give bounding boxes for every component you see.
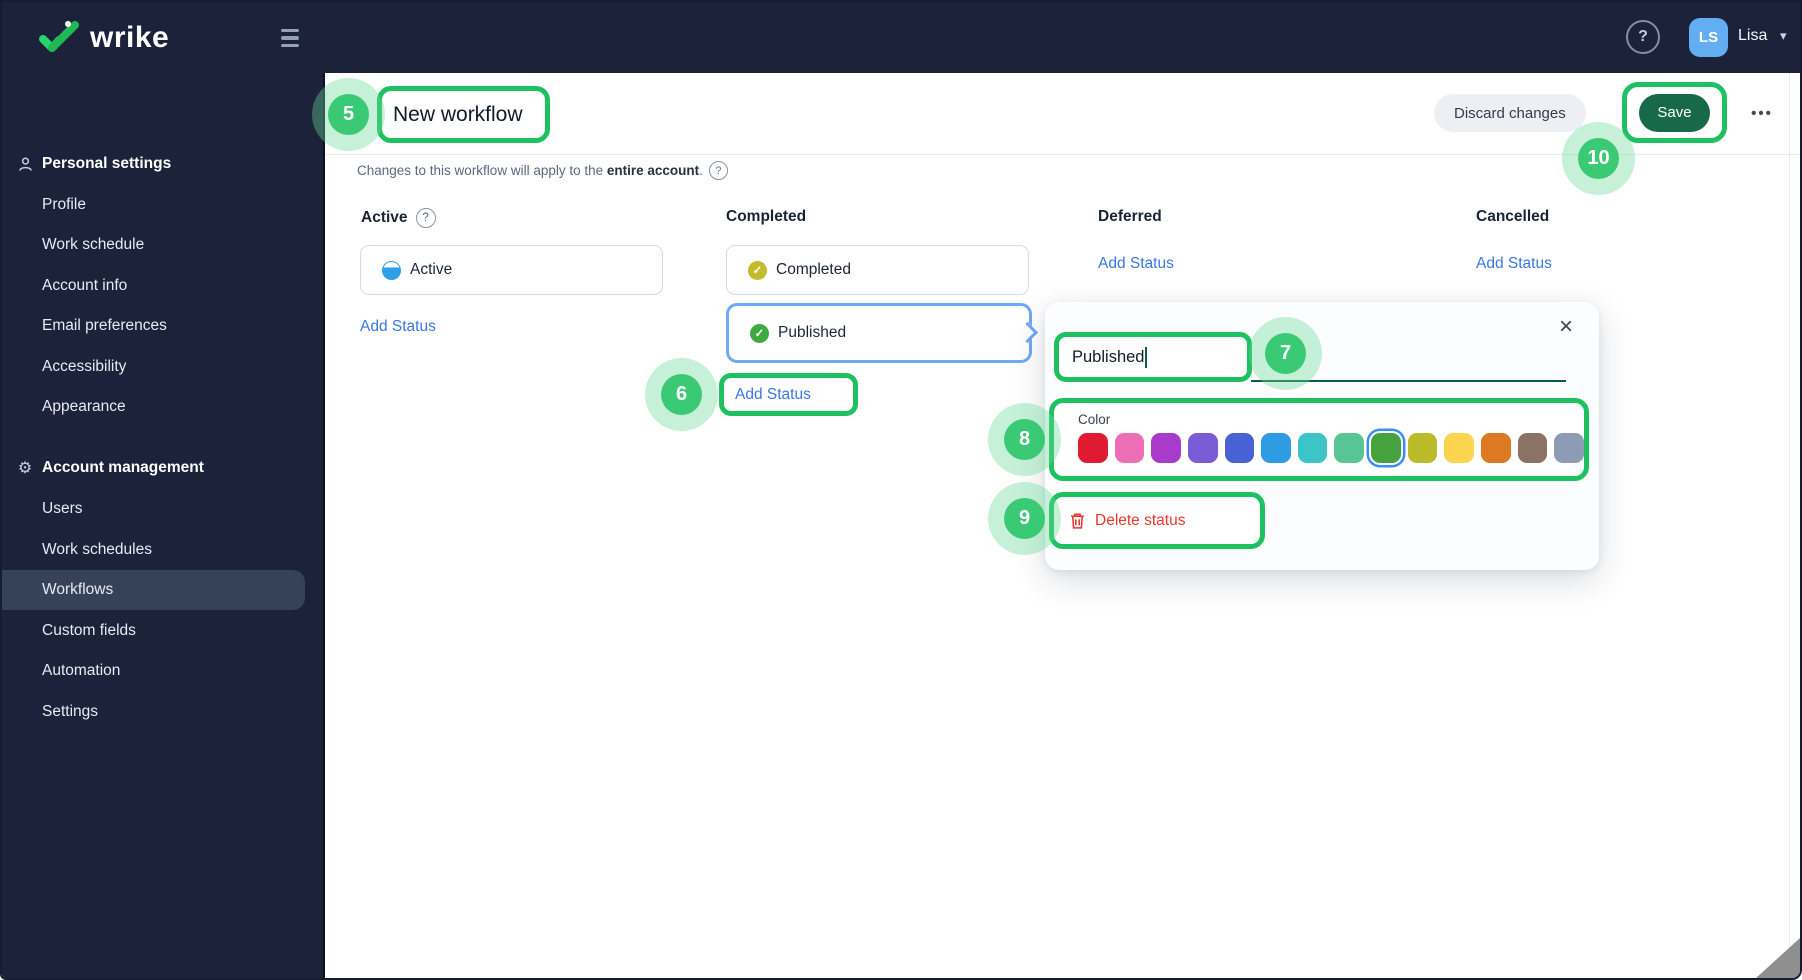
status-card-active[interactable]: Active	[360, 245, 663, 295]
half-circle-icon	[382, 260, 401, 280]
account-wide-notice: Changes to this workflow will apply to t…	[357, 161, 728, 180]
annotation-badge-9: 9	[988, 482, 1061, 555]
add-status-link-completed[interactable]: Add Status	[735, 385, 811, 403]
check-circle-icon: ✓	[750, 323, 769, 343]
add-status-annotation-box: Add Status	[719, 373, 858, 416]
sidebar-item-settings[interactable]: Settings	[42, 703, 99, 720]
sidebar-item-accessibility[interactable]: Accessibility	[42, 358, 127, 375]
avatar[interactable]: LS	[1689, 18, 1728, 57]
delete-status-label: Delete status	[1095, 511, 1186, 529]
resize-handle[interactable]	[1756, 938, 1800, 978]
color-swatch[interactable]	[1407, 433, 1438, 463]
column-header-active: Active ?	[361, 208, 436, 228]
sidebar-item-work-schedule[interactable]: Work schedule	[42, 236, 145, 253]
close-icon[interactable]: ×	[1551, 312, 1581, 342]
sidebar-item-work-schedules[interactable]: Work schedules	[42, 541, 152, 558]
hamburger-menu-icon[interactable]	[281, 24, 307, 52]
sidebar-item-appearance[interactable]: Appearance	[42, 398, 126, 415]
settings-sidebar: Personal settings Profile Work schedule …	[2, 73, 325, 978]
column-header-completed: Completed	[726, 208, 807, 225]
notice-bold-text: entire account	[606, 163, 700, 178]
color-picker-annotation-box: Color	[1049, 398, 1589, 481]
annotation-badge-10: 10	[1562, 122, 1635, 195]
text-caret	[1145, 346, 1147, 368]
delete-status-button[interactable]: Delete status	[1049, 492, 1265, 549]
add-status-link-active[interactable]: Add Status	[360, 318, 436, 335]
color-swatch-row	[1078, 433, 1584, 463]
sidebar-item-custom-fields[interactable]: Custom fields	[42, 622, 136, 639]
color-swatch[interactable]	[1371, 433, 1401, 463]
color-swatch[interactable]	[1261, 433, 1291, 463]
annotation-badge-6: 6	[645, 358, 718, 431]
color-swatch[interactable]	[1554, 433, 1584, 463]
sidebar-item-automation[interactable]: Automation	[42, 662, 121, 679]
wrike-check-icon	[39, 21, 79, 52]
help-icon[interactable]: ?	[1626, 20, 1660, 54]
chevron-down-icon[interactable]: ▾	[1780, 28, 1787, 43]
sidebar-item-profile[interactable]: Profile	[42, 196, 86, 213]
sidebar-section-personal-settings: Personal settings	[42, 155, 172, 172]
save-button[interactable]: Save	[1639, 93, 1710, 132]
status-name-annotation-box: Published	[1054, 332, 1252, 382]
status-name-input[interactable]: Published	[1072, 347, 1145, 366]
color-swatch[interactable]	[1334, 433, 1365, 463]
scrollbar-track[interactable]	[1789, 73, 1790, 978]
active-help-icon[interactable]: ?	[415, 208, 436, 228]
color-swatch[interactable]	[1224, 433, 1255, 463]
status-card-completed[interactable]: ✓ Completed	[726, 245, 1029, 295]
column-header-deferred: Deferred	[1098, 208, 1162, 225]
color-swatch[interactable]	[1481, 433, 1511, 463]
notice-help-icon[interactable]: ?	[708, 161, 728, 180]
sidebar-item-account-info[interactable]: Account info	[42, 277, 128, 294]
annotation-badge-5: 5	[312, 78, 385, 151]
color-swatch[interactable]	[1444, 433, 1475, 463]
input-underline	[1251, 380, 1566, 382]
add-status-link-cancelled[interactable]: Add Status	[1476, 255, 1552, 272]
sidebar-item-workflows[interactable]: Workflows	[2, 570, 305, 610]
annotation-badge-7: 7	[1249, 317, 1322, 390]
save-annotation-box: Save	[1622, 82, 1727, 143]
color-swatch[interactable]	[1151, 433, 1181, 463]
sidebar-section-account-management: Account management	[42, 459, 204, 476]
sidebar-item-email-preferences[interactable]: Email preferences	[42, 317, 167, 334]
discard-changes-button[interactable]: Discard changes	[1434, 94, 1586, 132]
more-options-icon[interactable]: •••	[1742, 100, 1782, 126]
gear-icon: ⚙	[17, 460, 33, 477]
top-bar: wrike ? LS Lisa ▾	[2, 2, 1800, 73]
color-swatch[interactable]	[1517, 433, 1548, 463]
color-swatch[interactable]	[1078, 433, 1108, 463]
color-swatch[interactable]	[1297, 433, 1328, 463]
annotation-badge-8: 8	[988, 403, 1061, 476]
column-header-cancelled: Cancelled	[1476, 208, 1550, 225]
color-swatch[interactable]	[1114, 433, 1145, 463]
color-picker-label: Color	[1078, 412, 1111, 427]
person-icon	[15, 154, 35, 174]
sidebar-item-users[interactable]: Users	[42, 500, 83, 517]
user-menu[interactable]: Lisa	[1738, 27, 1768, 44]
workflow-title-input[interactable]: New workflow	[393, 102, 523, 126]
status-card-published[interactable]: ✓ Published	[726, 303, 1032, 363]
check-circle-icon: ✓	[748, 260, 767, 280]
status-edit-popup: × Published Color Delete status	[1045, 302, 1599, 570]
workflow-title-annotation-box: New workflow	[377, 86, 550, 143]
wrike-logo-text: wrike	[90, 21, 170, 54]
notice-text: Changes to this workflow will apply to t…	[357, 163, 607, 178]
add-status-link-deferred[interactable]: Add Status	[1098, 255, 1174, 272]
wrike-logo[interactable]: wrike	[38, 15, 169, 61]
trash-icon	[1071, 513, 1084, 529]
color-swatch[interactable]	[1187, 433, 1218, 463]
